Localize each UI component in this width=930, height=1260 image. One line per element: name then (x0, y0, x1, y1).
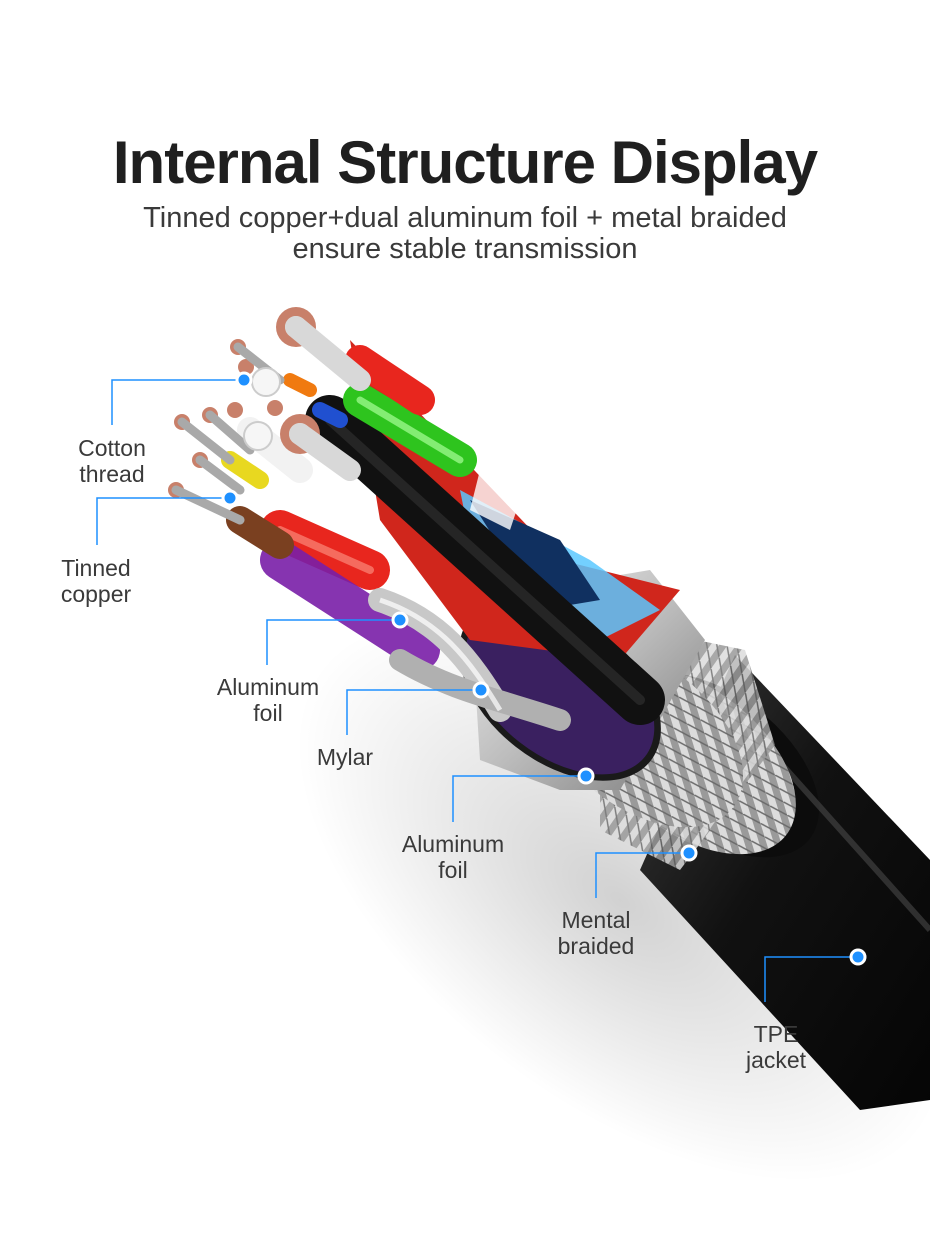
callout-mylar-line1: Mylar (316, 744, 374, 770)
callout-cotton-thread-line2: thread (79, 461, 145, 487)
callout-tpe-jacket-line1: TPE (753, 1021, 799, 1047)
callout-inner-aluminum-foil-line1: Aluminum (216, 674, 320, 700)
callout-metal-braid-line1: Mental (561, 907, 631, 933)
dot-tinned-copper (221, 489, 239, 507)
callout-leaders (96, 379, 858, 1002)
subtitle-line-1: Tinned copper+dual aluminum foil + metal… (143, 202, 787, 234)
leader-tpe-jacket (764, 956, 858, 1002)
callout-tinned-copper: Tinned copper (36, 555, 156, 607)
leader-tinned-copper (96, 497, 230, 545)
subtitle-line-2: ensure stable transmission (292, 233, 638, 265)
leader-cotton-thread (111, 379, 244, 425)
cable-shadow (296, 617, 930, 1183)
callout-tinned-copper-line1: Tinned (61, 555, 131, 581)
callout-tinned-copper-line2: copper (60, 581, 132, 607)
dot-metal-braid (680, 844, 698, 862)
page-title: Internal Structure Display (112, 129, 818, 196)
callout-inner-aluminum-foil: Aluminum foil (198, 674, 338, 726)
dot-cotton-thread (235, 371, 253, 389)
callout-dots (221, 371, 867, 966)
callout-metal-braid: Mental braided (536, 907, 656, 959)
callout-mylar: Mylar (285, 744, 405, 770)
copper-strands (168, 307, 371, 525)
callout-cotton-thread: Cotton thread (52, 435, 172, 487)
callout-outer-aluminum-foil: Aluminum foil (383, 831, 523, 883)
core-wires (221, 345, 665, 725)
dot-outer-aluminum-foil (577, 767, 595, 785)
dot-mylar (472, 681, 490, 699)
callout-cotton-thread-line1: Cotton (78, 435, 146, 461)
callout-metal-braid-line2: braided (557, 933, 635, 959)
callout-tpe-jacket: TPE jacket (716, 1021, 836, 1073)
leader-outer-aluminum-foil (452, 775, 586, 822)
callout-outer-aluminum-foil-line2: foil (438, 857, 468, 883)
callout-outer-aluminum-foil-line1: Aluminum (401, 831, 505, 857)
dot-tpe-jacket (849, 948, 867, 966)
leader-metal-braid (595, 852, 689, 898)
callout-inner-aluminum-foil-line2: foil (253, 700, 283, 726)
inner-shield (350, 340, 680, 660)
leader-mylar (346, 689, 481, 735)
dot-inner-aluminum-foil (391, 611, 409, 629)
callout-tpe-jacket-line2: jacket (745, 1047, 807, 1073)
leader-inner-aluminum-foil (266, 619, 400, 665)
